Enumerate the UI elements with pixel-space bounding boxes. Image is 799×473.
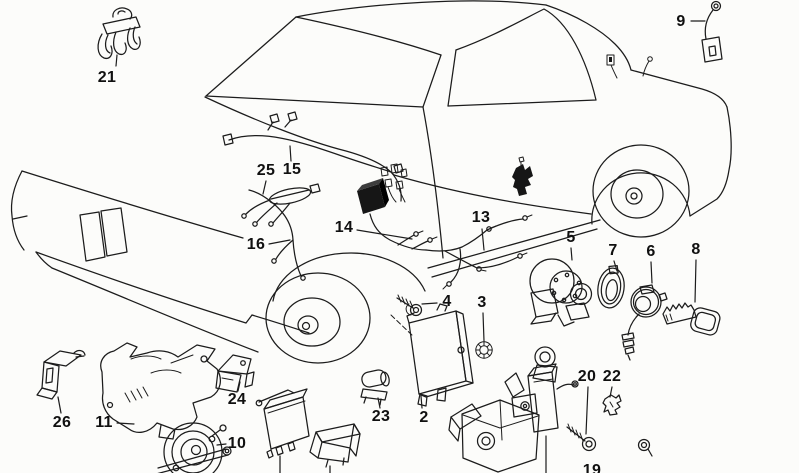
part-number-4: 4 bbox=[442, 293, 452, 310]
part-number-10: 10 bbox=[227, 435, 247, 452]
leader-line-23 bbox=[377, 397, 381, 409]
leader-line-15 bbox=[289, 145, 292, 162]
leader-line-22 bbox=[609, 386, 613, 398]
part-drawing-microswitch bbox=[255, 388, 310, 473]
part-drawing-3-grommet bbox=[475, 341, 493, 359]
part-number-8: 8 bbox=[691, 241, 701, 258]
part-drawing-15-harness bbox=[222, 111, 404, 202]
part-number-22: 22 bbox=[602, 368, 622, 385]
leader-line-5 bbox=[570, 247, 573, 261]
part-drawing-5-lock-cylinder bbox=[529, 258, 593, 327]
part-number-5: 5 bbox=[566, 229, 576, 246]
leader-line-24 bbox=[237, 381, 241, 392]
part-number-9: 9 bbox=[676, 13, 686, 30]
leader-line-16 bbox=[268, 239, 291, 245]
leader-line-11 bbox=[116, 422, 135, 425]
part-drawing-25-harness bbox=[241, 183, 321, 227]
part-drawing-22-clip bbox=[602, 394, 622, 416]
part-drawing-6-ring-antenna bbox=[621, 284, 668, 361]
part-number-14: 14 bbox=[334, 219, 354, 236]
part-drawing-8-key bbox=[662, 302, 721, 336]
part-number-3: 3 bbox=[477, 294, 487, 311]
part-drawing-2-control-unit bbox=[406, 303, 474, 407]
part-number-25: 25 bbox=[256, 162, 276, 179]
part-drawing-9-switch bbox=[701, 0, 723, 63]
part-number-20: 20 bbox=[577, 368, 597, 385]
part-number-13: 13 bbox=[471, 209, 491, 226]
leader-line-20 bbox=[585, 386, 589, 435]
part-number-24: 24 bbox=[227, 391, 247, 408]
part-number-7: 7 bbox=[608, 242, 618, 259]
leader-lines-layer bbox=[57, 20, 706, 473]
part-drawing-lock-actuator bbox=[448, 346, 579, 473]
part-number-21: 21 bbox=[97, 69, 117, 86]
part-number-2: 2 bbox=[419, 409, 429, 426]
leader-line-10 bbox=[216, 443, 227, 446]
leader-line-7 bbox=[613, 260, 618, 272]
leader-line-21 bbox=[115, 54, 118, 67]
part-drawing-4-screw bbox=[390, 294, 423, 338]
part-number-23: 23 bbox=[371, 408, 391, 425]
leader-line-14 bbox=[356, 229, 413, 240]
part-drawing-14-relay bbox=[357, 178, 533, 290]
connector-cluster bbox=[380, 163, 408, 203]
part-number-15: 15 bbox=[282, 161, 302, 178]
leader-line-3 bbox=[482, 312, 485, 342]
leader-line-4 bbox=[421, 302, 438, 305]
part-drawing-23-clip bbox=[360, 369, 390, 406]
part-number-19: 19 bbox=[582, 462, 602, 473]
door-lock-detail bbox=[512, 156, 533, 196]
part-drawing-26-bracket bbox=[36, 349, 86, 400]
part-drawing-10-horn bbox=[157, 422, 232, 473]
part-drawing-21-clip bbox=[97, 7, 141, 60]
car-outline bbox=[10, 0, 732, 364]
part-number-16: 16 bbox=[246, 236, 266, 253]
leader-line-25 bbox=[262, 180, 267, 195]
leader-line-13 bbox=[481, 228, 485, 251]
part-drawing-7-seal bbox=[597, 265, 625, 309]
part-drawing-11-bracket bbox=[100, 342, 221, 440]
part-drawing-switch-holder bbox=[309, 423, 361, 473]
part-drawing-24-bracket bbox=[215, 354, 255, 393]
part-number-11: 11 bbox=[95, 414, 113, 431]
part-drawing-screw-head bbox=[637, 438, 653, 457]
part-number-26: 26 bbox=[52, 414, 72, 431]
leader-line-26 bbox=[57, 396, 62, 414]
leader-line-2 bbox=[420, 395, 423, 409]
trunk-lock-details bbox=[606, 54, 653, 79]
part-drawing-20-screw bbox=[566, 423, 597, 452]
leader-line-6 bbox=[650, 261, 653, 284]
part-number-6: 6 bbox=[646, 243, 656, 260]
part-drawing-16-harness bbox=[248, 189, 306, 281]
leader-line-8 bbox=[694, 259, 697, 303]
